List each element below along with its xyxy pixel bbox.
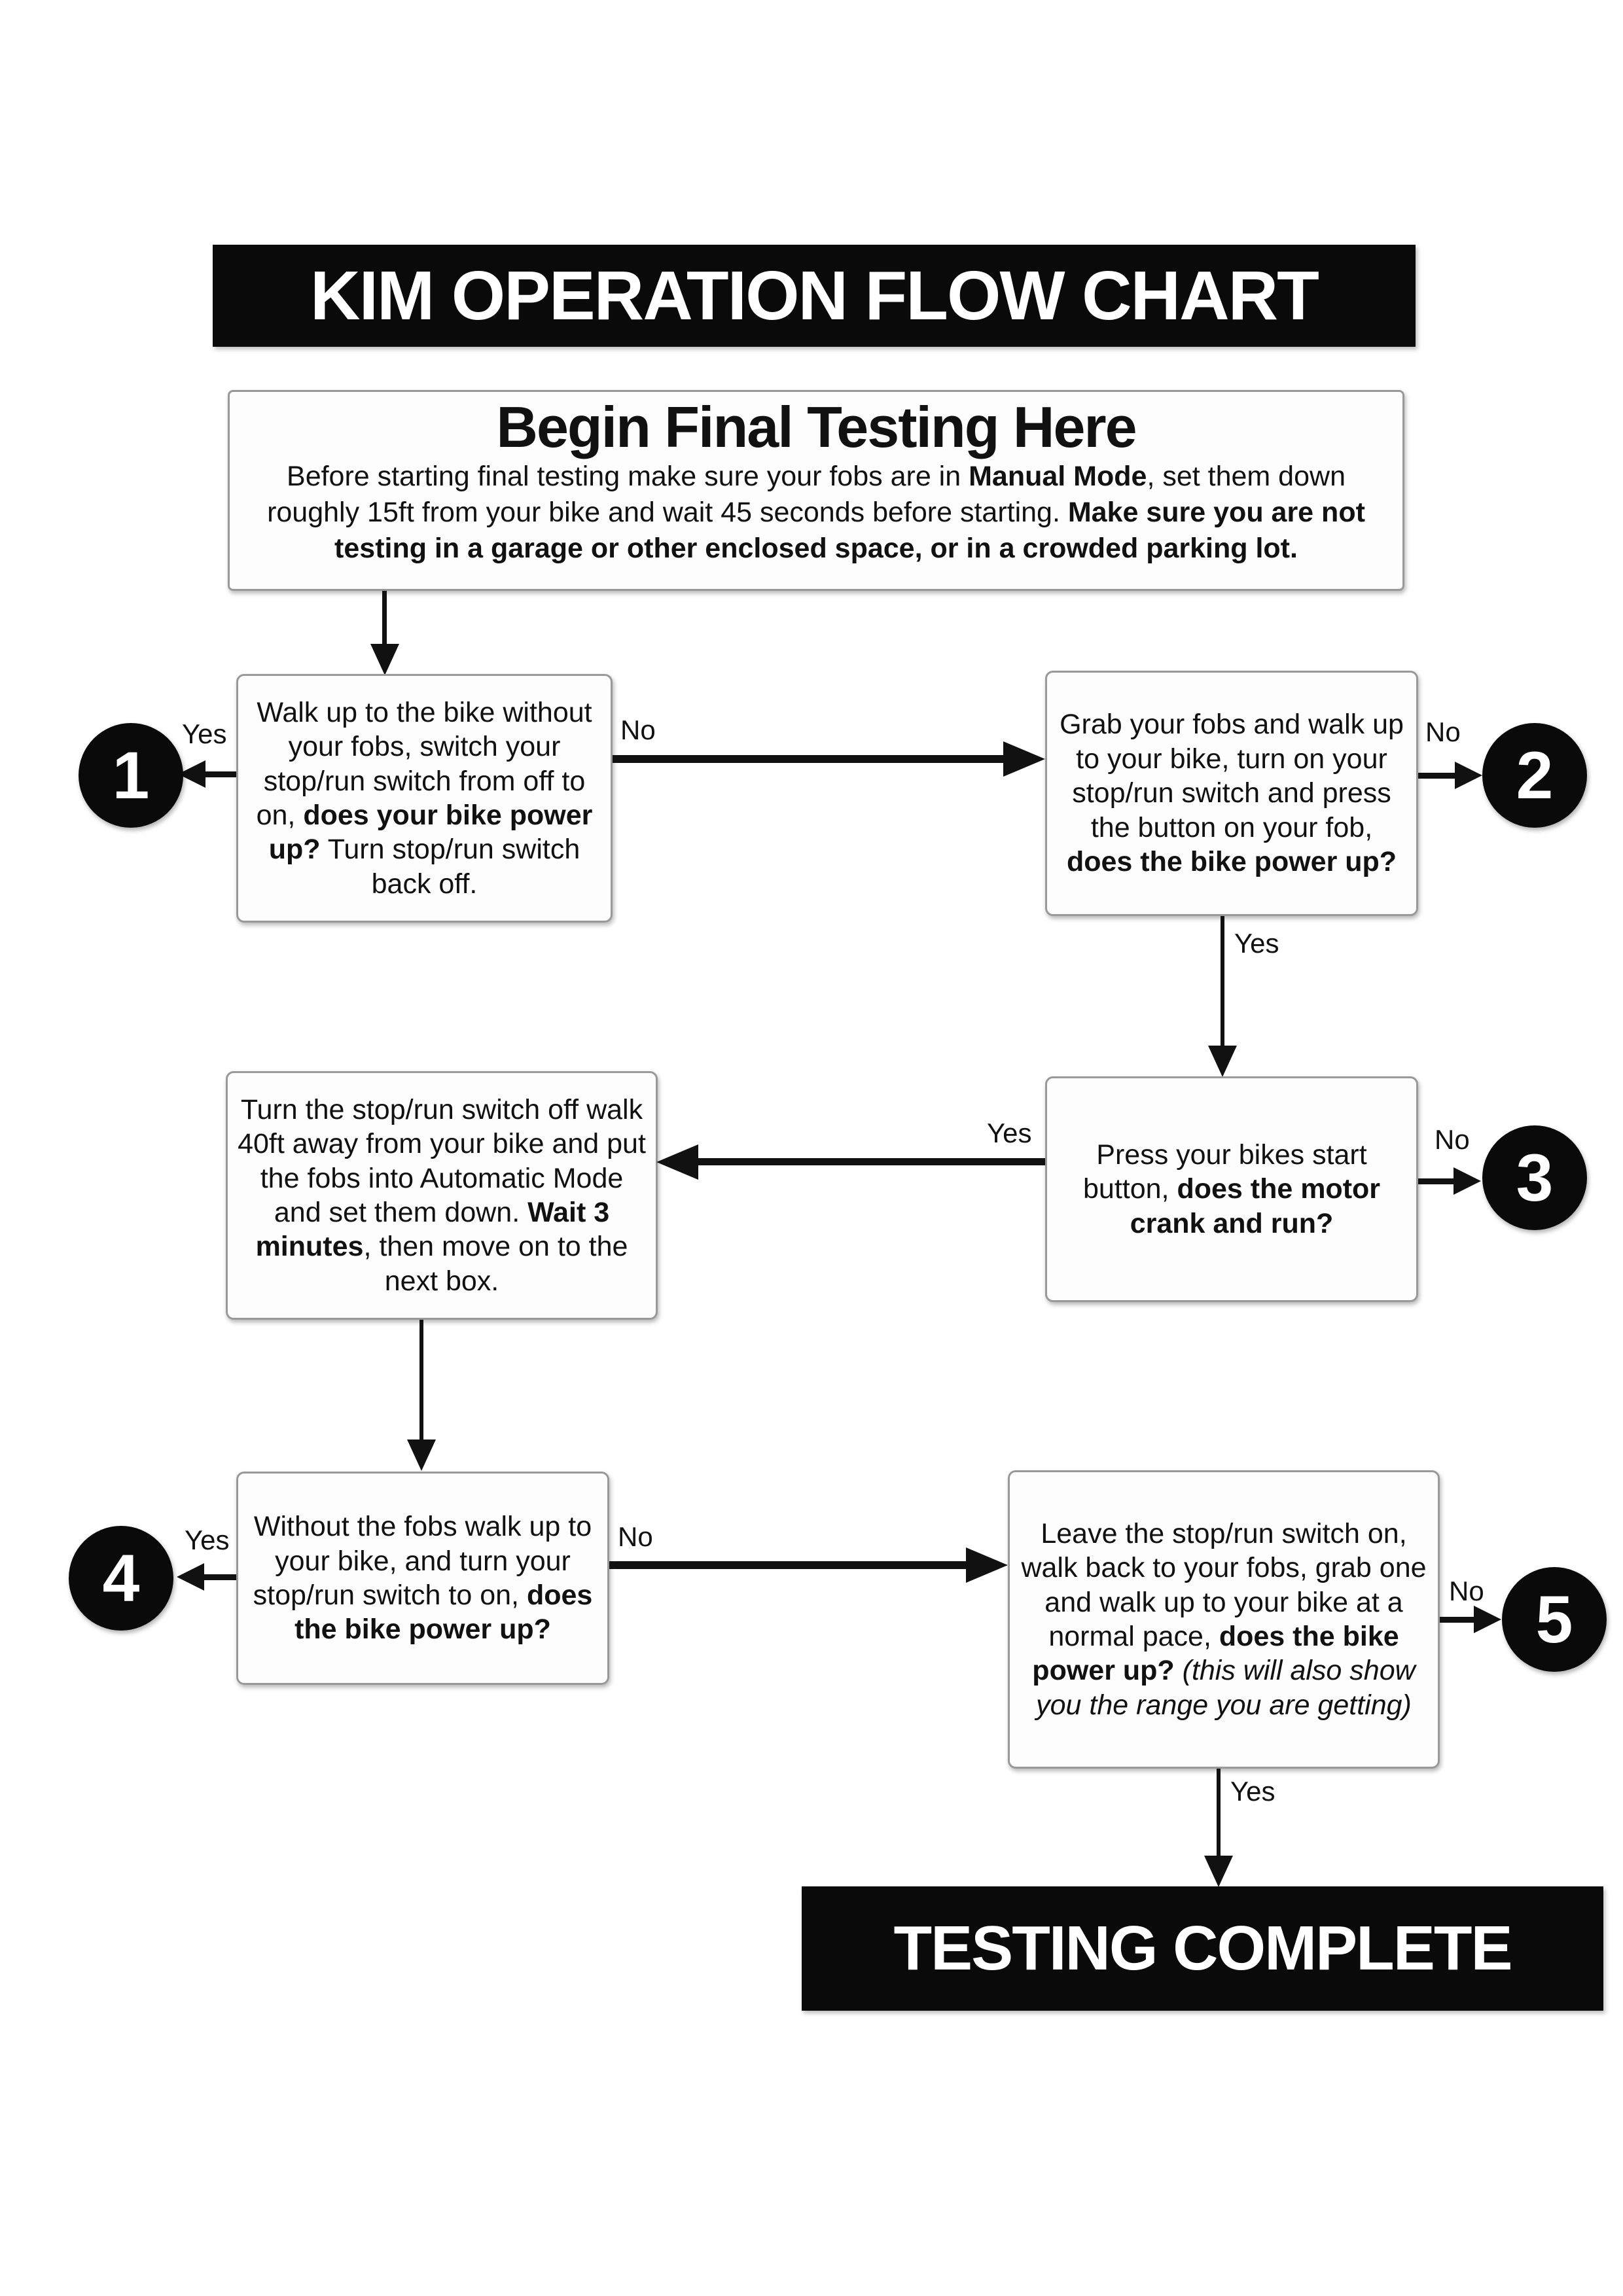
arrow-begin-to-walk-line [382,591,387,646]
edge-label-no-4: No [618,1521,653,1552]
endpoint-circle-3: 3 [1482,1125,1587,1230]
node-leave-switch-on: Leave the stop/run switch on, walk back … [1008,1470,1440,1769]
arrow-walk-to-1-line [204,771,236,777]
edge-label-yes-2: Yes [1234,928,1279,959]
arrow-leave-to-complete-head [1204,1856,1233,1887]
arrow-press-to-turn-head [656,1144,698,1180]
arrow-grab-to-press-line [1221,916,1224,1048]
arrow-press-to-3-line [1418,1178,1455,1184]
chart-title: KIM OPERATION FLOW CHART [310,256,1319,334]
edge-label-yes-4: Yes [185,1525,230,1555]
arrow-without-to-leave-line [609,1561,967,1569]
arrow-walk-to-grab-line [613,755,1004,763]
endpoint-circle-1: 1 [79,723,183,828]
endpoint-circle-5: 5 [1502,1567,1607,1672]
arrow-without-to-4-line [203,1574,236,1580]
arrow-turn-to-without-head [407,1439,436,1471]
arrow-grab-to-2-head [1455,762,1482,789]
arrow-walk-to-grab-head [1003,741,1045,777]
node-grab-fobs: Grab your fobs and walk up to your bike,… [1045,671,1418,916]
arrow-press-to-3-head [1454,1167,1481,1195]
node-press-start: Press your bikes start button, does the … [1045,1076,1418,1302]
arrow-leave-to-5-line [1440,1617,1475,1623]
testing-complete-banner: TESTING COMPLETE [802,1886,1603,2011]
arrow-without-to-4-head [177,1563,204,1591]
edge-label-yes-1: Yes [182,718,227,749]
arrow-leave-to-5-head [1474,1606,1501,1633]
edge-label-no-3: No [1435,1124,1470,1155]
testing-complete-label: TESTING COMPLETE [893,1913,1512,1983]
edge-label-no-1: No [620,715,656,745]
edge-label-no-5: No [1449,1576,1484,1606]
edge-label-yes-5: Yes [1230,1776,1275,1807]
begin-heading: Begin Final Testing Here [496,395,1137,459]
arrow-grab-to-press-head [1208,1046,1237,1077]
arrow-begin-to-walk-head [370,644,399,675]
edge-label-no-2: No [1425,716,1461,747]
arrow-grab-to-2-line [1418,773,1456,779]
arrow-press-to-turn-line [695,1158,1045,1165]
arrow-turn-to-without-line [419,1320,423,1441]
endpoint-circle-4: 4 [69,1526,173,1631]
node-walk-up-no-fobs: Walk up to the bike without your fobs, s… [236,674,613,923]
begin-body: Before starting final testing make sure … [267,461,1365,565]
arrow-leave-to-complete-line [1217,1769,1221,1859]
begin-node: Begin Final Testing Here Before starting… [228,390,1404,591]
chart-title-banner: KIM OPERATION FLOW CHART [213,245,1416,347]
endpoint-circle-2: 2 [1482,723,1587,828]
arrow-without-to-leave-head [966,1547,1008,1583]
node-turn-switch-off: Turn the stop/run switch off walk 40ft a… [226,1071,658,1320]
node-without-fobs: Without the fobs walk up to your bike, a… [236,1472,609,1685]
edge-label-yes-3: Yes [987,1118,1032,1148]
